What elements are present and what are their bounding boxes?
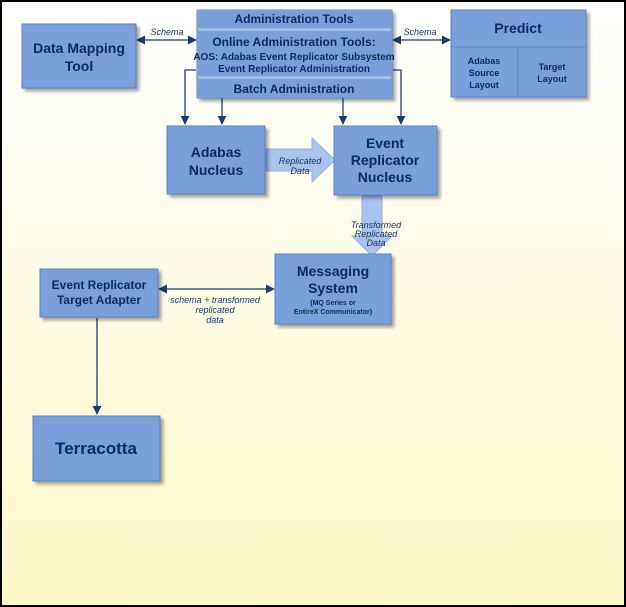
ern-line3: Nucleus bbox=[358, 169, 413, 185]
adabas-nucleus-line2: Nucleus bbox=[189, 162, 244, 178]
terracotta-box: Terracotta bbox=[32, 415, 161, 482]
transformed-label-line2: Replicated bbox=[355, 229, 399, 239]
admin-batch-band bbox=[197, 79, 392, 98]
data-mapping-tool-line2: Tool bbox=[65, 58, 94, 74]
replicated-data-label-line1: Replicated bbox=[279, 156, 323, 166]
online-admin-aos: AOS: Adabas Event Replicator Subsystem bbox=[193, 52, 394, 63]
messaging-system-box: Messaging System (MQ Series or EntireX C… bbox=[274, 253, 392, 325]
replicated-data-label-line2: Data bbox=[290, 166, 309, 176]
target-adapter-line1: Event Replicator bbox=[52, 278, 147, 292]
event-replicator-nucleus-box: Event Replicator Nucleus bbox=[333, 125, 438, 196]
target-adapter-line2: Target Adapter bbox=[57, 293, 141, 307]
predict-box: Predict Adabas Source Layout Target Layo… bbox=[450, 9, 587, 98]
admin-tools-header: Administration Tools bbox=[234, 12, 353, 26]
replicated-data-flow-arrow bbox=[263, 136, 336, 184]
predict-source-line: Source bbox=[469, 68, 500, 78]
messaging-line1: Messaging bbox=[297, 263, 369, 279]
data-mapping-tool-line1: Data Mapping bbox=[33, 40, 125, 56]
administration-tools-box: Administration Tools Online Administrati… bbox=[193, 9, 395, 99]
ern-line1: Event bbox=[366, 135, 404, 151]
predict-target-layout-line: Layout bbox=[537, 74, 567, 84]
transformed-label-line3: Data bbox=[366, 238, 385, 248]
predict-title: Predict bbox=[494, 20, 542, 36]
target-adapter-box: Event Replicator Target Adapter bbox=[39, 268, 159, 318]
schema-transformed-label-line2: replicated bbox=[195, 305, 235, 315]
connectors bbox=[92, 35, 451, 415]
messaging-line2: System bbox=[308, 280, 358, 296]
transformed-label-line1: Transformed bbox=[351, 220, 402, 230]
schema-transformed-label-line1: schema + transformed bbox=[170, 295, 261, 305]
adabas-nucleus-line1: Adabas bbox=[191, 144, 242, 160]
data-mapping-tool-box: Data Mapping Tool bbox=[21, 23, 137, 89]
predict-layout-line: Layout bbox=[469, 80, 499, 90]
predict-target-line: Target bbox=[539, 62, 566, 72]
schema-right-label: Schema bbox=[403, 27, 436, 37]
admin-online-band bbox=[197, 31, 392, 76]
messaging-line4: EntireX Communicator) bbox=[294, 309, 372, 316]
batch-admin-label: Batch Administration bbox=[234, 82, 355, 96]
schema-left-label: Schema bbox=[150, 27, 183, 37]
online-admin-title: Online Administration Tools: bbox=[212, 35, 375, 49]
predict-adabas-line: Adabas bbox=[468, 56, 501, 66]
admin-to-adabas-arrow-left bbox=[180, 69, 196, 125]
transformed-data-flow-arrow bbox=[350, 195, 394, 257]
admin-header-band bbox=[197, 10, 392, 28]
admin-to-ern-arrow-right bbox=[393, 69, 406, 125]
schema-transformed-label-line3: data bbox=[206, 315, 224, 325]
online-admin-er-admin: Event Replicator Administration bbox=[218, 64, 370, 75]
ern-line2: Replicator bbox=[351, 152, 420, 168]
adabas-nucleus-box: Adabas Nucleus bbox=[166, 125, 266, 195]
terracotta-label: Terracotta bbox=[55, 439, 137, 458]
messaging-line3: (MQ Series or bbox=[310, 300, 356, 307]
